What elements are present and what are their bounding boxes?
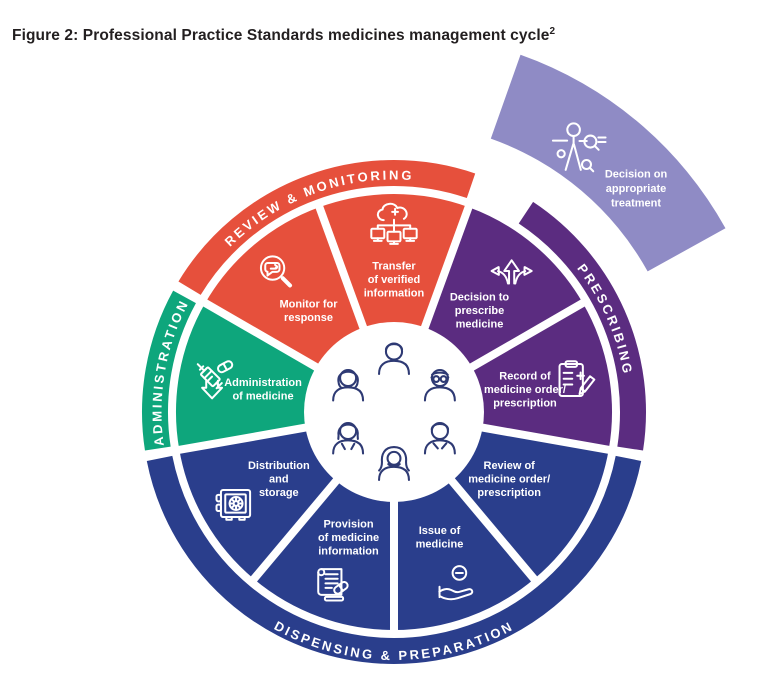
segment-decision-to-prescribe-medicine bbox=[424, 207, 583, 368]
segment-divider bbox=[464, 297, 590, 374]
category-arc-administration bbox=[142, 290, 197, 451]
segment-transfer-of-verified-information bbox=[319, 193, 469, 330]
segment-record-of-medicine-order bbox=[470, 303, 612, 450]
segment-divider bbox=[476, 422, 615, 455]
segment-review-of-medicine-order bbox=[450, 427, 609, 579]
segment-divider bbox=[198, 297, 324, 374]
figure-caption: Figure 2: Professional Practice Standard… bbox=[12, 26, 555, 45]
figure-caption-text: Figure 2: Professional Practice Standard… bbox=[12, 27, 550, 45]
segment-shape-decision-on-appropriate-treatment bbox=[490, 54, 726, 272]
figure-caption-footnote-ref: 2 bbox=[549, 26, 556, 37]
segment-provision-of-medicine-information bbox=[253, 479, 394, 630]
segment-divider bbox=[313, 201, 370, 335]
category-arc-dispensing-preparation bbox=[146, 455, 642, 664]
segment-distribution-and-storage bbox=[179, 427, 338, 579]
segment-issue-of-medicine bbox=[394, 479, 535, 630]
center-hub bbox=[304, 322, 484, 502]
segment-administration-of-medicine bbox=[176, 303, 318, 450]
segment-divider bbox=[247, 473, 344, 586]
segment-divider bbox=[418, 201, 475, 335]
category-arc-prescribing bbox=[518, 201, 646, 451]
category-arc-review-monitoring bbox=[178, 160, 476, 295]
segment-divider bbox=[444, 473, 541, 586]
segment-monitor-for-response bbox=[205, 207, 364, 368]
segment-divider bbox=[173, 422, 312, 455]
